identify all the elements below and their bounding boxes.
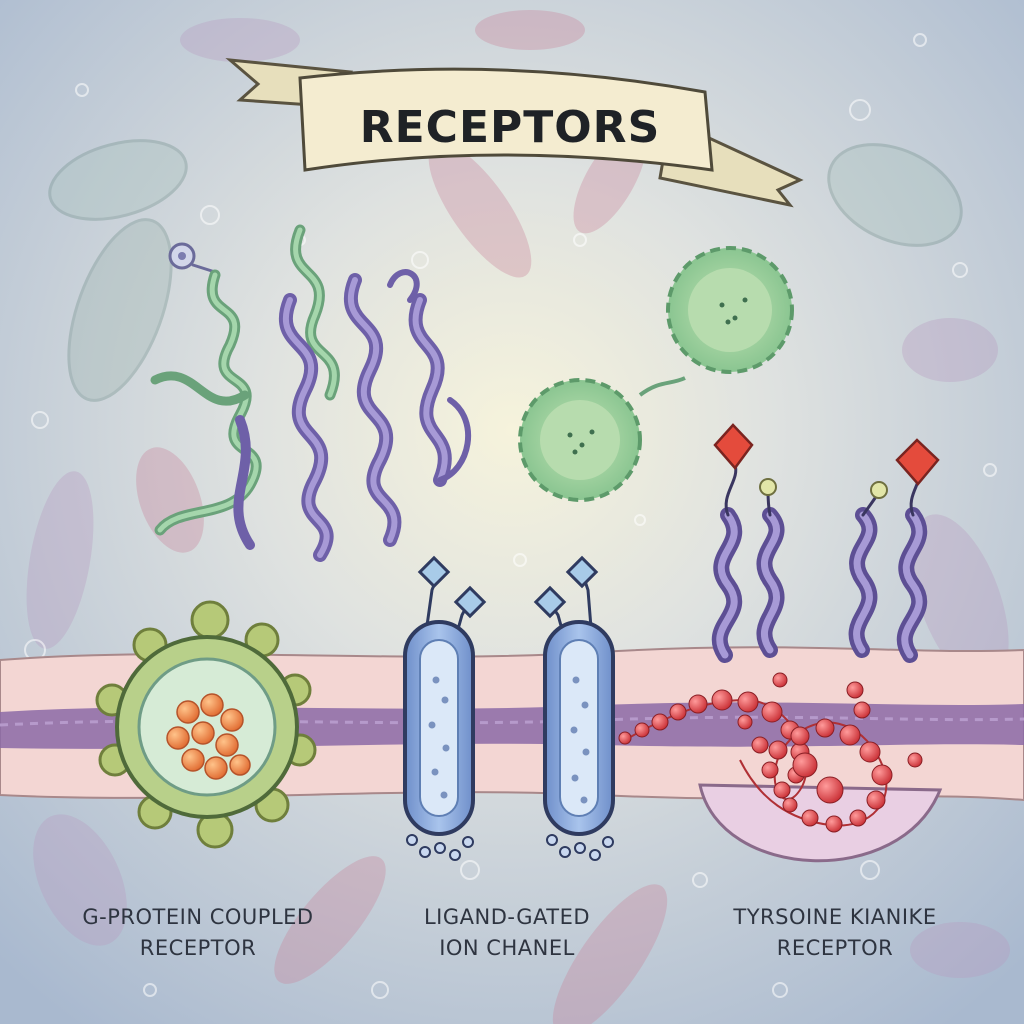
label-tyrosine-kinase-line2: RECEPTOR bbox=[776, 936, 894, 960]
spiky-protein-icon bbox=[518, 246, 794, 502]
title-banner bbox=[225, 58, 804, 208]
background-cells bbox=[26, 10, 1010, 1024]
tyrosine-kinase-receptor-icon bbox=[618, 423, 943, 863]
ion-channel-icon bbox=[403, 555, 615, 861]
label-gpcr: G-PROTEIN COUPLED RECEPTOR bbox=[50, 902, 346, 964]
label-ion-channel-line2: ION CHANEL bbox=[439, 936, 575, 960]
gpcr-icon bbox=[95, 600, 317, 849]
label-tyrosine-kinase-line1: TYRSOINE KIANIKE bbox=[733, 905, 937, 929]
label-ion-channel-line1: LIGAND-GATED bbox=[423, 905, 591, 929]
page-title: RECEPTORS bbox=[359, 102, 661, 153]
label-ion-channel: LIGAND-GATED ION CHANEL bbox=[368, 902, 646, 964]
label-gpcr-line1: G-PROTEIN COUPLED bbox=[82, 905, 314, 929]
label-tyrosine-kinase: TYRSOINE KIANIKE RECEPTOR bbox=[676, 902, 994, 964]
protein-helix-icon bbox=[150, 224, 471, 562]
label-gpcr-line2: RECEPTOR bbox=[139, 936, 257, 960]
